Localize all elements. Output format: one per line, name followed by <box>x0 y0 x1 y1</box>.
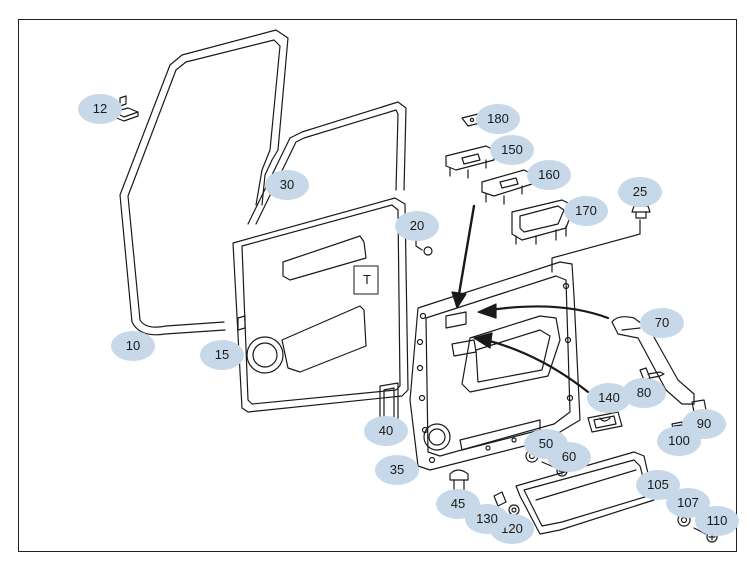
callout-160: 160 <box>527 160 571 190</box>
callout-20: 20 <box>395 211 439 241</box>
part-130 <box>493 491 507 507</box>
callout-30: 30 <box>265 170 309 200</box>
callout-140: 140 <box>587 383 631 413</box>
panel-label: T <box>363 272 371 287</box>
callout-60: 60 <box>547 442 591 472</box>
callout-130: 130 <box>465 504 509 534</box>
callout-110: 110 <box>695 506 739 536</box>
callout-40: 40 <box>364 416 408 446</box>
callout-170: 170 <box>564 196 608 226</box>
callout-150: 150 <box>490 135 534 165</box>
switch-bezel-part-2 <box>481 169 533 205</box>
switch-frame-part <box>511 199 575 245</box>
inner-handle-part <box>473 332 623 433</box>
callout-100: 100 <box>657 426 701 456</box>
callout-15: 15 <box>200 340 244 370</box>
door-trim-panel-part <box>232 197 409 413</box>
callout-35: 35 <box>375 455 419 485</box>
callout-70: 70 <box>640 308 684 338</box>
switch-bezel-part <box>445 145 495 179</box>
grab-handle-part <box>477 303 695 405</box>
callout-25: 25 <box>618 177 662 207</box>
window-channel-part <box>247 101 407 225</box>
assembly-arrow <box>451 204 476 309</box>
door-seal-part <box>119 29 289 336</box>
callout-180: 180 <box>476 104 520 134</box>
callout-12: 12 <box>78 94 122 124</box>
callout-10: 10 <box>111 331 155 361</box>
